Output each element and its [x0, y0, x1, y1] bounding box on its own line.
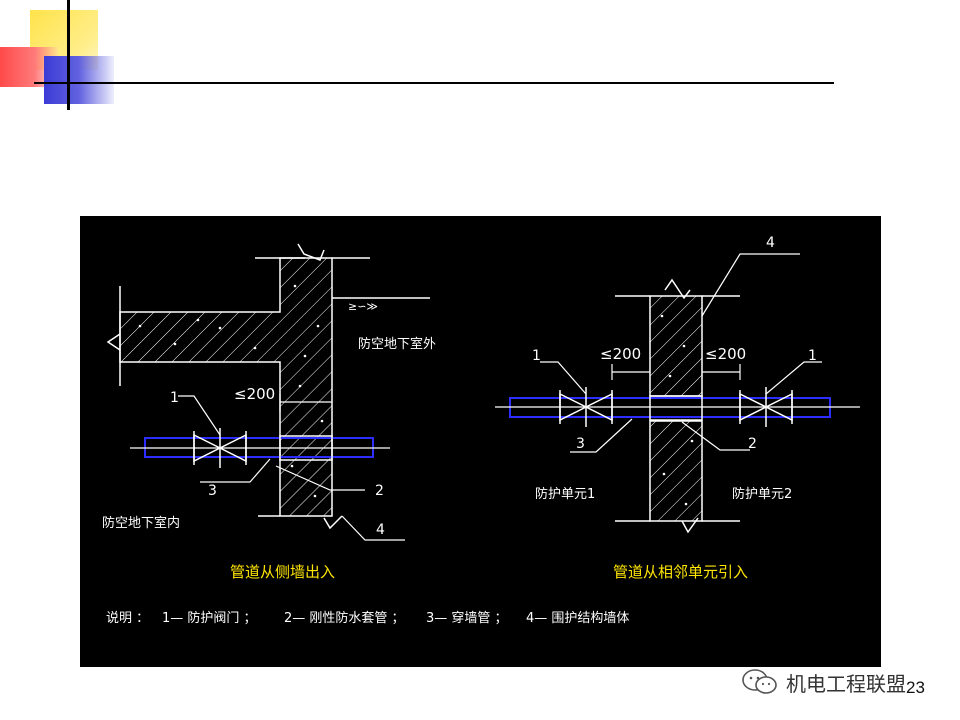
svg-text:≥∽≫: ≥∽≫	[348, 300, 378, 313]
right-drawing: ≤200 ≤200 1 1 2 3 4 防护单元1 防护单元2 管道从相邻单元引…	[495, 235, 860, 581]
legend-prefix: 说明 ：	[106, 611, 149, 626]
right-callout-2: 2	[748, 436, 757, 452]
legend-item-1: 1— 防护阀门 ；	[162, 610, 257, 626]
left-callout-3: 3	[208, 483, 217, 499]
right-wall-hatch-bottom	[649, 420, 703, 522]
decor-blue-square	[44, 56, 114, 104]
left-callout-4: 4	[376, 522, 385, 538]
left-dim-label: ≤200	[234, 385, 275, 403]
legend-item-3: 3— 穿墙管 ；	[426, 610, 508, 626]
right-callout-4: 4	[766, 235, 775, 251]
right-wall-dots	[660, 314, 694, 506]
unit1-label: 防护单元1	[535, 486, 595, 502]
left-drawing: ≥∽≫ ≤200 1 2 3 4 防空地下室外 防空地下室	[102, 243, 436, 581]
watermark: 机电工程联盟	[740, 662, 906, 702]
right-callout-3: 3	[576, 436, 585, 452]
outside-label: 防空地下室外	[358, 336, 436, 352]
left-wall-hatch	[119, 257, 333, 517]
legend: 说明 ： 1— 防护阀门 ； 2— 刚性防水套管 ； 3— 穿墙管 ； 4— 围…	[106, 610, 629, 626]
left-callout-1: 1	[170, 390, 179, 406]
decor-horizontal-line	[34, 82, 834, 84]
left-valve-icon	[193, 428, 247, 468]
legend-item-2: 2— 刚性防水套管 ；	[284, 610, 405, 626]
page-number: 23	[906, 678, 925, 697]
right-callout-1a: 1	[532, 348, 541, 364]
right-title: 管道从相邻单元引入	[613, 563, 748, 581]
inside-label: 防空地下室内	[102, 515, 180, 531]
watermark-text: 机电工程联盟	[786, 671, 906, 696]
left-title: 管道从侧墙出入	[230, 563, 335, 581]
cad-drawing: ≥∽≫ ≤200 1 2 3 4 防空地下室外 防空地下室	[102, 235, 860, 626]
right-wall-hatch-top	[649, 295, 703, 397]
right-callout-1b: 1	[808, 348, 817, 364]
left-wall-dots	[138, 284, 324, 498]
cad-drawing-panel: ≥∽≫ ≤200 1 2 3 4 防空地下室外 防空地下室	[80, 216, 881, 667]
chat-bubble-icon	[742, 669, 777, 694]
legend-item-4: 4— 围护结构墙体	[526, 611, 629, 626]
right-dim-right-label: ≤200	[705, 345, 746, 363]
decor-vertical-line	[67, 0, 70, 110]
right-dim-left-label: ≤200	[600, 345, 641, 363]
left-callout-2: 2	[375, 483, 384, 499]
unit2-label: 防护单元2	[732, 486, 792, 502]
